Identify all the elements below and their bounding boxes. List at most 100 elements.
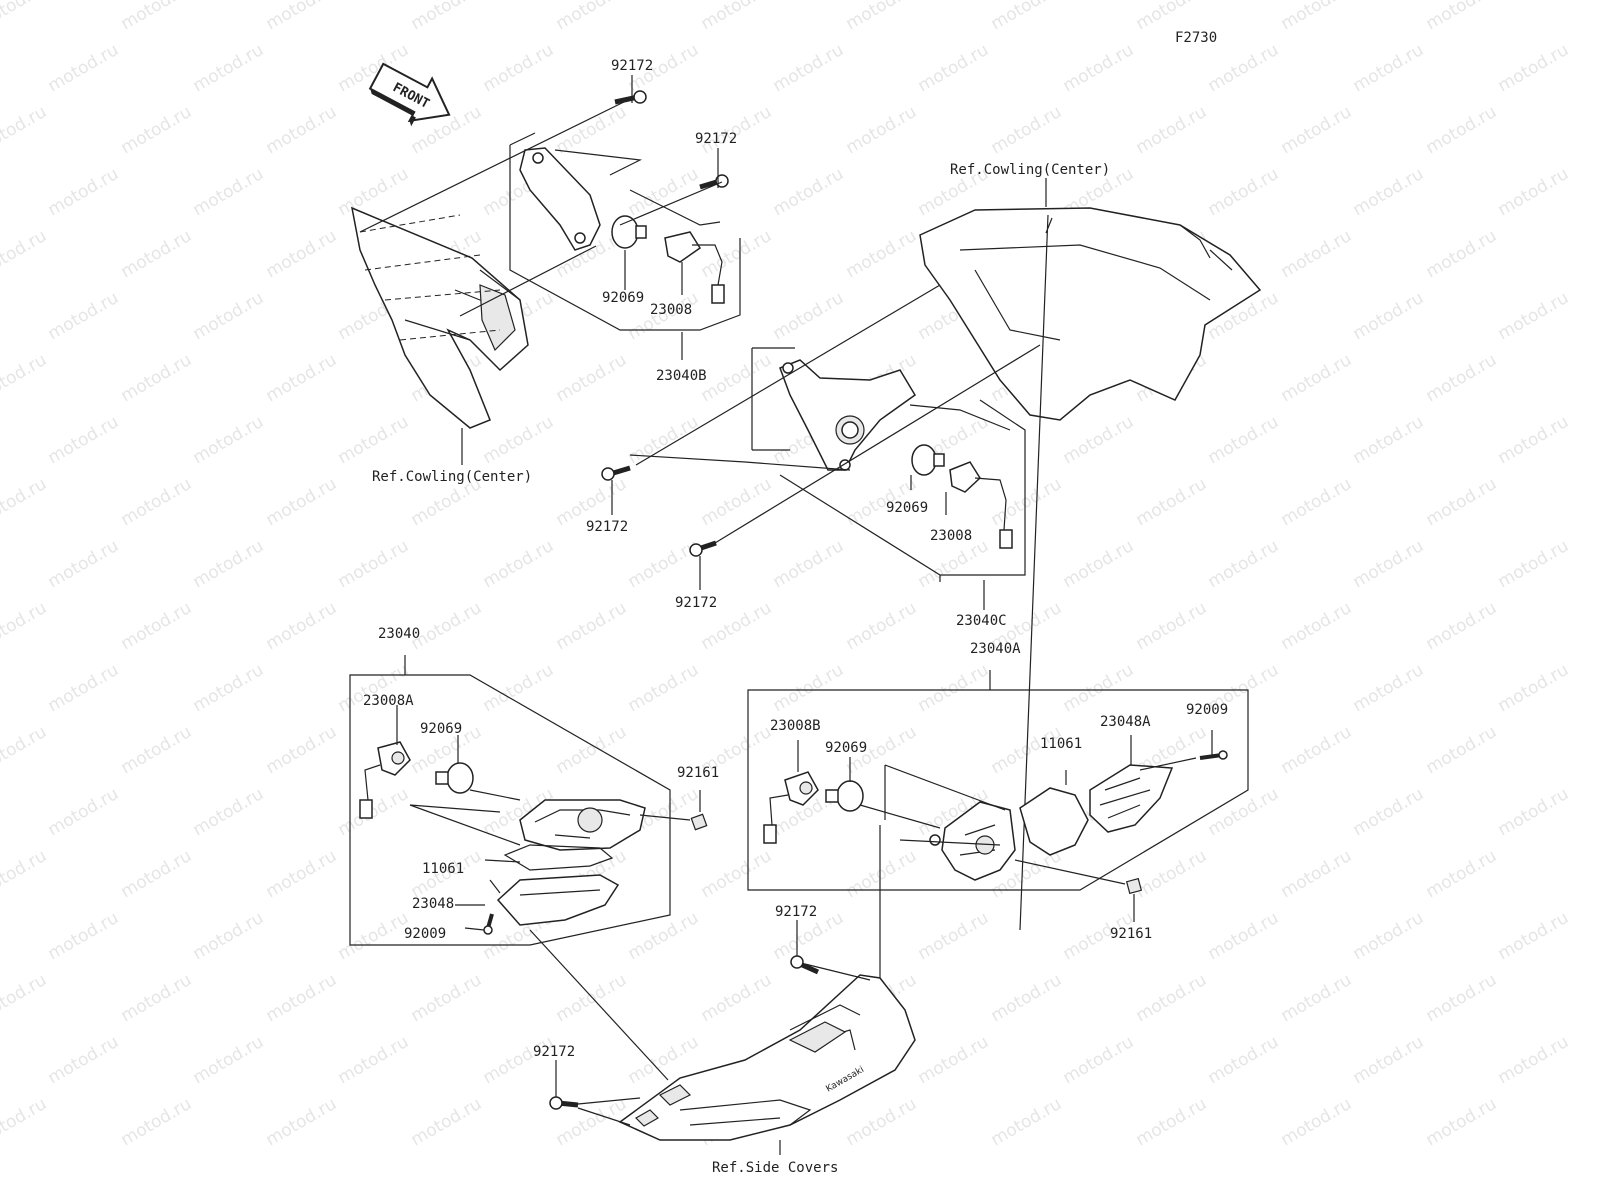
label-23040C: 23040C <box>956 613 1007 629</box>
watermark-text: motod.ru <box>915 908 993 964</box>
watermark-text: motod.ru <box>988 0 1066 34</box>
watermark-text: motod.ru <box>190 164 268 220</box>
watermark-text: motod.ru <box>1350 1032 1428 1088</box>
watermark-text: motod.ru <box>1060 412 1138 468</box>
watermark-text: motod.ru <box>118 226 196 282</box>
cowling-center-right-shape <box>919 207 1262 421</box>
watermark-text: motod.ru <box>1278 474 1356 530</box>
bulb-92069-c <box>446 762 474 794</box>
cowling-left-shape <box>351 206 529 429</box>
watermark-text: motod.ru <box>118 474 196 530</box>
watermark-text: motod.ru <box>1423 846 1501 902</box>
watermark-text: motod.ru <box>408 970 486 1026</box>
watermark-text: motod.ru <box>0 102 50 158</box>
watermark-text: motod.ru <box>770 164 848 220</box>
socket-23008-b <box>949 461 981 493</box>
label-92172-f: 92172 <box>533 1044 575 1060</box>
bracket-23040C <box>779 359 916 471</box>
watermark-text: motod.ru <box>45 40 123 96</box>
watermark-text: motod.ru <box>263 846 341 902</box>
watermark-text: motod.ru <box>190 1032 268 1088</box>
watermark-text: motod.ru <box>1278 226 1356 282</box>
watermark-text: motod.ru <box>1060 536 1138 592</box>
assembly-23040C <box>601 178 1262 931</box>
lens-11061-b <box>1019 787 1089 856</box>
label-23040B: 23040B <box>656 368 707 384</box>
watermark-text: motod.ru <box>1423 102 1501 158</box>
watermark-text: motod.ru <box>0 226 50 282</box>
watermark-text: motod.ru <box>625 412 703 468</box>
watermark-text: motod.ru <box>1060 1032 1138 1088</box>
labels: 92172 92172 Ref.Cowling(Center) 92069 23… <box>363 58 1228 1176</box>
watermark-text: motod.ru <box>45 660 123 716</box>
watermark-text: motod.ru <box>915 40 993 96</box>
watermark-text: motod.ru <box>263 226 341 282</box>
watermark-text: motod.ru <box>1205 412 1283 468</box>
watermark-layer: motod.ru motod.ru motod.ru motod.ru motod.ru… <box>0 0 1572 1150</box>
assembly-23040B <box>351 75 741 465</box>
watermark-text: motod.ru <box>263 1094 341 1150</box>
watermark-text: motod.ru <box>118 722 196 778</box>
watermark-text: motod.ru <box>1133 102 1211 158</box>
label-23048A: 23048A <box>1100 714 1151 730</box>
label-11061-a: 11061 <box>422 861 464 877</box>
front-arrow: FRONT <box>368 62 451 127</box>
watermark-text: motod.ru <box>1495 164 1573 220</box>
watermark-text: motod.ru <box>190 288 268 344</box>
watermark-text: motod.ru <box>1278 970 1356 1026</box>
watermark-text: motod.ru <box>1423 598 1501 654</box>
watermark-text: motod.ru <box>118 350 196 406</box>
watermark-text: motod.ru <box>0 1094 50 1150</box>
watermark-text: motod.ru <box>625 660 703 716</box>
watermark-text: motod.ru <box>1205 1032 1283 1088</box>
watermark-text: motod.ru <box>263 0 341 34</box>
assembly-23040 <box>349 655 708 1081</box>
watermark-text: motod.ru <box>915 660 993 716</box>
watermark-text: motod.ru <box>1133 598 1211 654</box>
screw-92009-a <box>483 913 494 935</box>
watermark-text: motod.ru <box>335 1032 413 1088</box>
watermark-text: motod.ru <box>1205 164 1283 220</box>
watermark-text: motod.ru <box>1350 660 1428 716</box>
watermark-text: motod.ru <box>1423 350 1501 406</box>
watermark-text: motod.ru <box>988 970 1066 1026</box>
watermark-text: motod.ru <box>1495 1032 1573 1088</box>
label-92069-a: 92069 <box>602 290 644 306</box>
watermark-text: motod.ru <box>770 288 848 344</box>
watermark-text: motod.ru <box>480 660 558 716</box>
watermark-text: motod.ru <box>1423 970 1501 1026</box>
label-ref-cowling-center-left: Ref.Cowling(Center) <box>372 469 532 485</box>
watermark-text: motod.ru <box>1495 40 1573 96</box>
watermark-text: motod.ru <box>118 846 196 902</box>
watermark-text: motod.ru <box>1495 288 1573 344</box>
side-cover-shape <box>618 974 916 1141</box>
watermark-text: motod.ru <box>0 474 50 530</box>
label-92172-c: 92172 <box>586 519 628 535</box>
watermark-text: motod.ru <box>45 536 123 592</box>
watermark-text: motod.ru <box>1133 970 1211 1026</box>
watermark-text: motod.ru <box>770 40 848 96</box>
watermark-text: motod.ru <box>1350 908 1428 964</box>
watermark-text: motod.ru <box>0 0 50 34</box>
watermark-text: motod.ru <box>190 536 268 592</box>
watermark-text: motod.ru <box>480 536 558 592</box>
watermark-text: motod.ru <box>625 164 703 220</box>
watermark-text: motod.ru <box>1423 1094 1501 1150</box>
watermark-text: motod.ru <box>915 1032 993 1088</box>
label-92069-b: 92069 <box>886 500 928 516</box>
label-23008A: 23008A <box>363 693 414 709</box>
label-92069-d: 92069 <box>825 740 867 756</box>
label-ref-cowling-center-top: Ref.Cowling(Center) <box>950 162 1110 178</box>
watermark-text: motod.ru <box>263 970 341 1026</box>
label-23008B: 23008B <box>770 718 821 734</box>
watermark-text: motod.ru <box>190 40 268 96</box>
watermark-text: motod.ru <box>1278 846 1356 902</box>
watermark-text: motod.ru <box>1495 784 1573 840</box>
bulb-92069-d <box>836 780 864 812</box>
watermark-text: motod.ru <box>1350 164 1428 220</box>
watermark-text: motod.ru <box>1060 660 1138 716</box>
watermark-text: motod.ru <box>118 1094 196 1150</box>
watermark-text: motod.ru <box>915 536 993 592</box>
watermark-text: motod.ru <box>698 474 776 530</box>
